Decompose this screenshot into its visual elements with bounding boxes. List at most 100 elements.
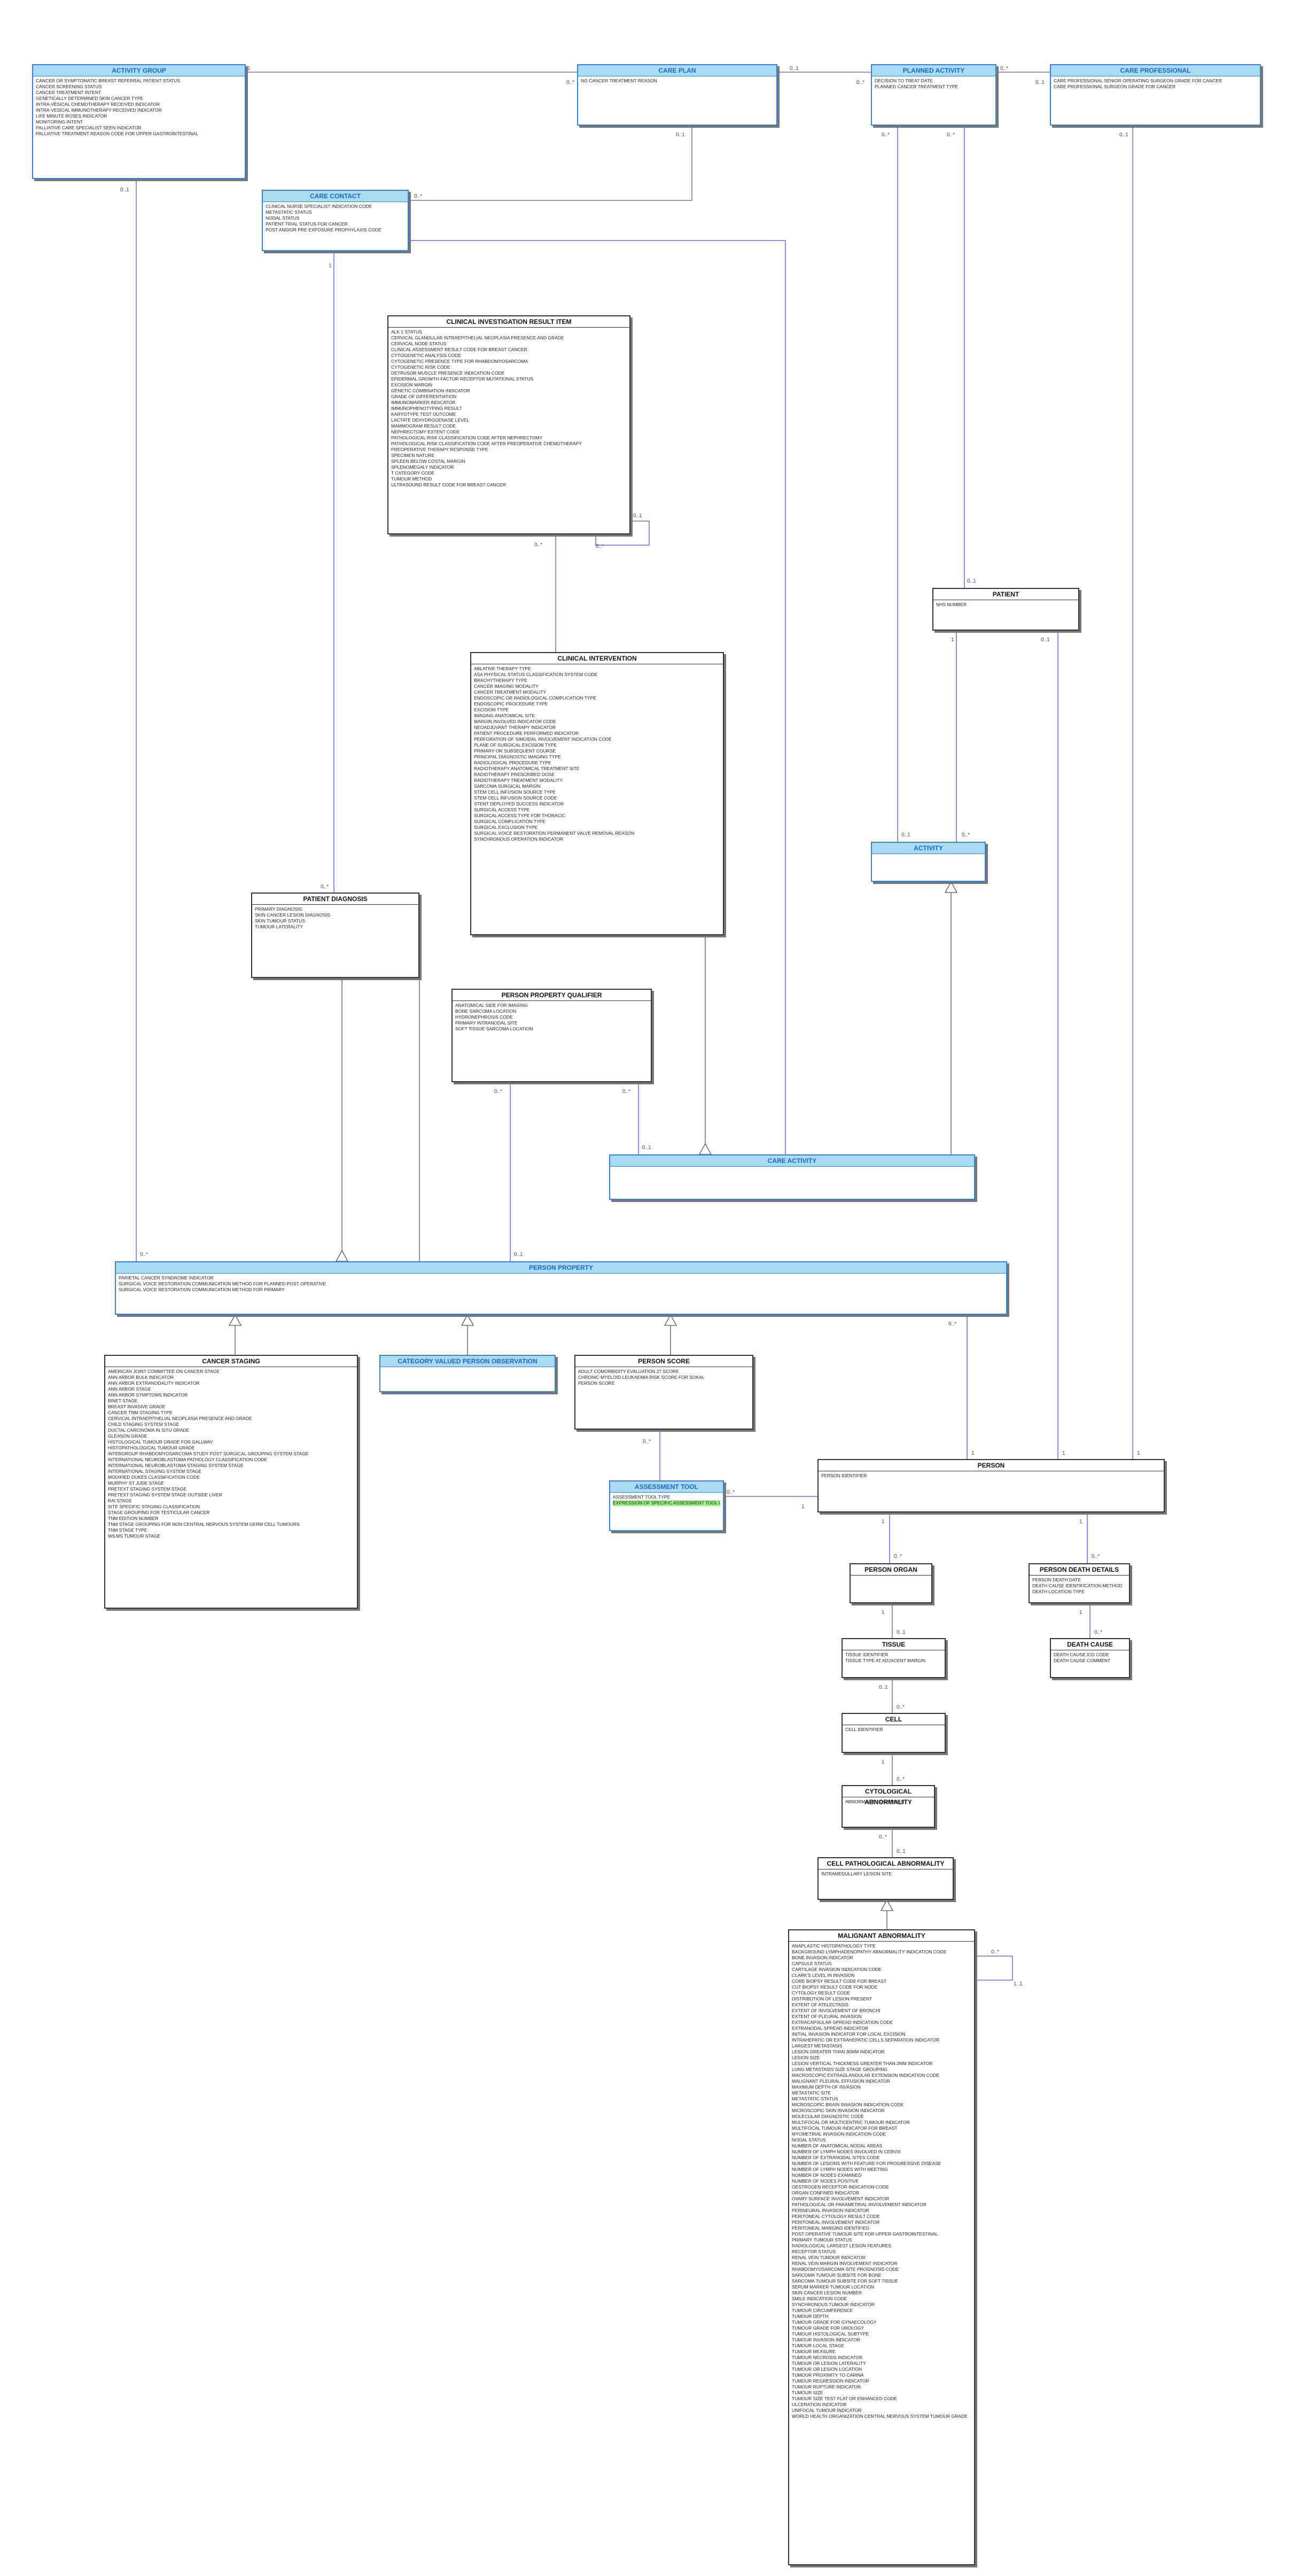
- class-attribute: LESION SIZE: [792, 2055, 820, 2060]
- class-attribute: MALIGNANT PLEURAL EFFUSION INDICATOR: [792, 2078, 890, 2084]
- multiplicity-label: 1: [1062, 1450, 1065, 1456]
- attribute-list: CANCER OR SYMPTOMATIC BREAST REFERRAL PA…: [33, 76, 245, 138]
- class-attribute: MYOMETRIAL INVASION INDICATION CODE: [792, 2131, 886, 2137]
- class-name: PATIENT DIAGNOSIS: [252, 894, 418, 905]
- class-attribute: MURPHY ST JUDE STAGE: [108, 1480, 164, 1486]
- multiplicity-label: 1..1: [1014, 1981, 1023, 1987]
- class-attribute: NEOADJUVANT THERAPY INDICATOR: [474, 725, 556, 730]
- class-attribute: PERINEURAL INVASION INDICATOR: [792, 2208, 869, 2213]
- class-attribute: METASTATIC STATUS: [792, 2096, 838, 2101]
- class-name: PERSON PROPERTY: [116, 1262, 1006, 1274]
- class-attribute: CYTOLOGY RESULT CODE: [792, 1990, 850, 1996]
- class-attribute: ABNORMALITY IDENTIFIER: [845, 1799, 905, 1804]
- class-attribute: MAXIMUM DEPTH OF INVASION: [792, 2084, 861, 2090]
- multiplicity-label: 1: [1137, 1450, 1140, 1456]
- class-attribute: LACTATE DEHYDROGENASE LEVEL: [391, 417, 470, 423]
- class-attribute: ANATOMICAL SIDE FOR IMAGING: [455, 1003, 528, 1008]
- class-activity[interactable]: ACTIVITY: [871, 842, 986, 882]
- class-attribute: SYNCHRONOUS TUMOUR INDICATOR: [792, 2302, 875, 2307]
- class-attribute: MULTIFOCAL OR MULTICENTRIC TUMOUR INDICA…: [792, 2120, 910, 2125]
- multiplicity-label: 1: [801, 1504, 805, 1510]
- class-attribute: PRIMARY TUMOUR STATUS: [792, 2237, 852, 2243]
- class-attribute: TUMOUR METHOD: [391, 476, 432, 482]
- class-attribute: AMERICAN JOINT COMMITTEE ON CANCER STAGE: [108, 1369, 220, 1374]
- multiplicity-label: 0..*: [622, 1089, 630, 1095]
- class-attribute: NUMBER OF LYMPH NODES WITH MEETING: [792, 2167, 888, 2172]
- class-attribute: EXCISION TYPE: [474, 707, 509, 712]
- multiplicity-label: 0..1: [897, 1630, 906, 1635]
- class-name: CLINICAL INTERVENTION: [471, 653, 723, 664]
- class-attribute: DISTRIBUTION OF LESION PRESENT: [792, 1996, 873, 2001]
- class-name: CANCER STAGING: [105, 1356, 357, 1367]
- class-category-valued-person-observation[interactable]: CATEGORY VALUED PERSON OBSERVATION: [379, 1355, 556, 1392]
- class-attribute: PALLIATIVE CARE SPECIALIST SEEN INDICATO…: [36, 125, 142, 130]
- class-attribute: POST AND/OR PRE EXPOSURE PROPHYLAXIS COD…: [266, 227, 381, 232]
- class-attribute: EXPRESSION OF SPECIFIC ASSESSMENT TOOL U…: [613, 1500, 720, 1506]
- class-attribute: TUMOUR NECROSIS INDICATOR: [792, 2355, 863, 2360]
- attribute-list: [872, 854, 985, 857]
- class-attribute: DEATH LOCATION TYPE: [1032, 1589, 1085, 1594]
- class-name: CARE CONTACT: [263, 191, 408, 202]
- multiplicity-label: 0..1: [790, 66, 799, 72]
- class-attribute: INTERGROUP RHABDOMYOSARCOMA STUDY POST S…: [108, 1451, 309, 1456]
- class-attribute: TUMOUR OR LESION LATERALITY: [792, 2361, 866, 2366]
- class-attribute: PERSON SCORE: [578, 1380, 615, 1386]
- class-attribute: PRETEXT STAGING SYSTEM STAGE: [108, 1486, 186, 1492]
- class-attribute: TISSUE TYPE AT ADJACENT MARGIN: [845, 1658, 926, 1663]
- class-attribute: DEATH CAUSE ICD CODE: [1054, 1652, 1109, 1657]
- class-person-organ[interactable]: PERSON ORGAN: [850, 1563, 932, 1603]
- class-attribute: SPECIMEN NATURE: [391, 453, 435, 458]
- class-attribute: STEM CELL INFUSION SOURCE TYPE: [474, 789, 556, 795]
- class-attribute: OVARY SURFACE INVOLVEMENT INDICATOR: [792, 2196, 890, 2201]
- class-attribute: CYTOGENETIC RISK CODE: [391, 364, 450, 370]
- class-attribute: PERSON IDENTIFIER: [821, 1473, 867, 1478]
- assoc-care-contact-care-activity: [409, 240, 786, 1154]
- class-attribute: NUMBER OF NODES POSITIVE: [792, 2178, 859, 2184]
- class-attribute: LESION GREATER THAN 30MM INDICATOR: [792, 2049, 885, 2054]
- class-attribute: IMMUNOMARKER INDICATOR: [391, 400, 456, 405]
- class-attribute: EXCISION MARGIN: [391, 382, 432, 387]
- multiplicity-label: 0..*: [534, 542, 542, 548]
- class-name: CATEGORY VALUED PERSON OBSERVATION: [380, 1356, 555, 1367]
- class-attribute: ASSESSMENT TOOL TYPE: [613, 1494, 671, 1500]
- class-care-activity[interactable]: CARE ACTIVITY: [609, 1154, 975, 1200]
- class-name: PERSON SCORE: [575, 1356, 752, 1367]
- class-attribute: RADIOTHERAPY PRESCRIBED DOSE: [474, 772, 555, 777]
- class-attribute: IMMUNOPHENOTYPING RESULT: [391, 406, 462, 411]
- class-attribute: PERITONEAL CYTOLOGY RESULT CODE: [792, 2214, 880, 2219]
- class-cancer-staging[interactable]: CANCER STAGING AMERICAN JOINT COMMITTEE O…: [104, 1355, 358, 1609]
- class-attribute: PERITONEAL INVOLVEMENT INDICATOR: [792, 2220, 880, 2225]
- class-attribute: SOFT TISSUE SARCOMA LOCATION: [455, 1026, 533, 1031]
- class-attribute: RECEPTOR STATUS: [792, 2249, 836, 2254]
- class-attribute: TUMOUR CIRCUMFERENCE: [792, 2308, 853, 2313]
- attribute-list: INTRAMEDULLARY LESION SITE: [819, 1869, 953, 1879]
- class-attribute: MICROSCOPIC SKIN INVASION INDICATOR: [792, 2108, 885, 2113]
- multiplicity-label: 0..*: [897, 1704, 905, 1710]
